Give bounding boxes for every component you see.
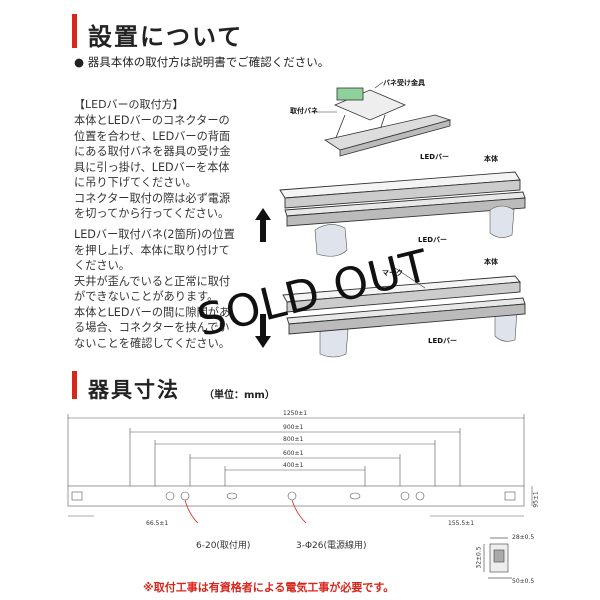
label-led-bar-bottom: LEDバー — [428, 337, 458, 345]
side-profile-drawing — [478, 530, 548, 585]
callout-power-holes: 3-Φ26(電源線用) — [296, 541, 367, 551]
arrow-up-icon — [255, 208, 271, 246]
intro-bullet: ● 器具本体の取付方は説明書でご確認ください。 — [74, 55, 330, 69]
section-accent-bar — [72, 14, 77, 48]
label-body-top: 本体 — [484, 155, 498, 163]
instruction-paragraph-2: LEDバー取付バネ(2箇所)の位置 を押し上げ、本体に取り付けて ください。 天… — [74, 228, 235, 350]
label-mark: マーク — [382, 269, 403, 277]
dim-800: 800±1 — [283, 436, 304, 443]
dim-900: 900±1 — [283, 424, 304, 431]
label-mounting-spring: 取付バネ — [290, 107, 318, 115]
footer-note: ※取付工事は有資格者による電気工事が必要です。 — [143, 581, 395, 594]
instruction-paragraph-1: 本体とLEDバーのコネクターの 位置を合わせ、LEDバーの背面 にある取付バネを… — [74, 114, 231, 220]
dim-400: 400±1 — [283, 462, 304, 469]
dimension-drawing — [60, 408, 540, 539]
subheading: 【LEDバーの取付方】 — [74, 98, 184, 111]
dim-1250: 1250±1 — [283, 410, 308, 417]
dim-height: 95±1 — [532, 491, 540, 508]
section2-title: 器具寸法 — [88, 378, 180, 402]
dim-width: 28±0.5 — [512, 534, 535, 541]
label-body-bottom: 本体 — [484, 258, 498, 266]
label-spring-bracket: バネ受け金具 — [383, 79, 425, 87]
dim-depth: 50±0.5 — [512, 578, 535, 585]
section-title: 設置について — [88, 23, 244, 51]
dim-600: 600±1 — [283, 450, 304, 457]
arrow-down-icon — [255, 314, 271, 352]
section2-accent-bar — [72, 371, 77, 399]
section2-unit: （単位：mm） — [204, 390, 275, 401]
installation-diagram — [275, 60, 545, 360]
dim-left-offset: 66.5±1 — [146, 520, 169, 527]
label-led-bar-top: LEDバー — [420, 153, 450, 161]
label-led-bar-mid: LEDバー — [418, 236, 448, 244]
callout-mount-holes: 6-20(取付用) — [196, 541, 251, 551]
dim-right-offset: 155.5±1 — [448, 520, 475, 527]
dim-height2: 32±0.5 — [475, 546, 483, 569]
